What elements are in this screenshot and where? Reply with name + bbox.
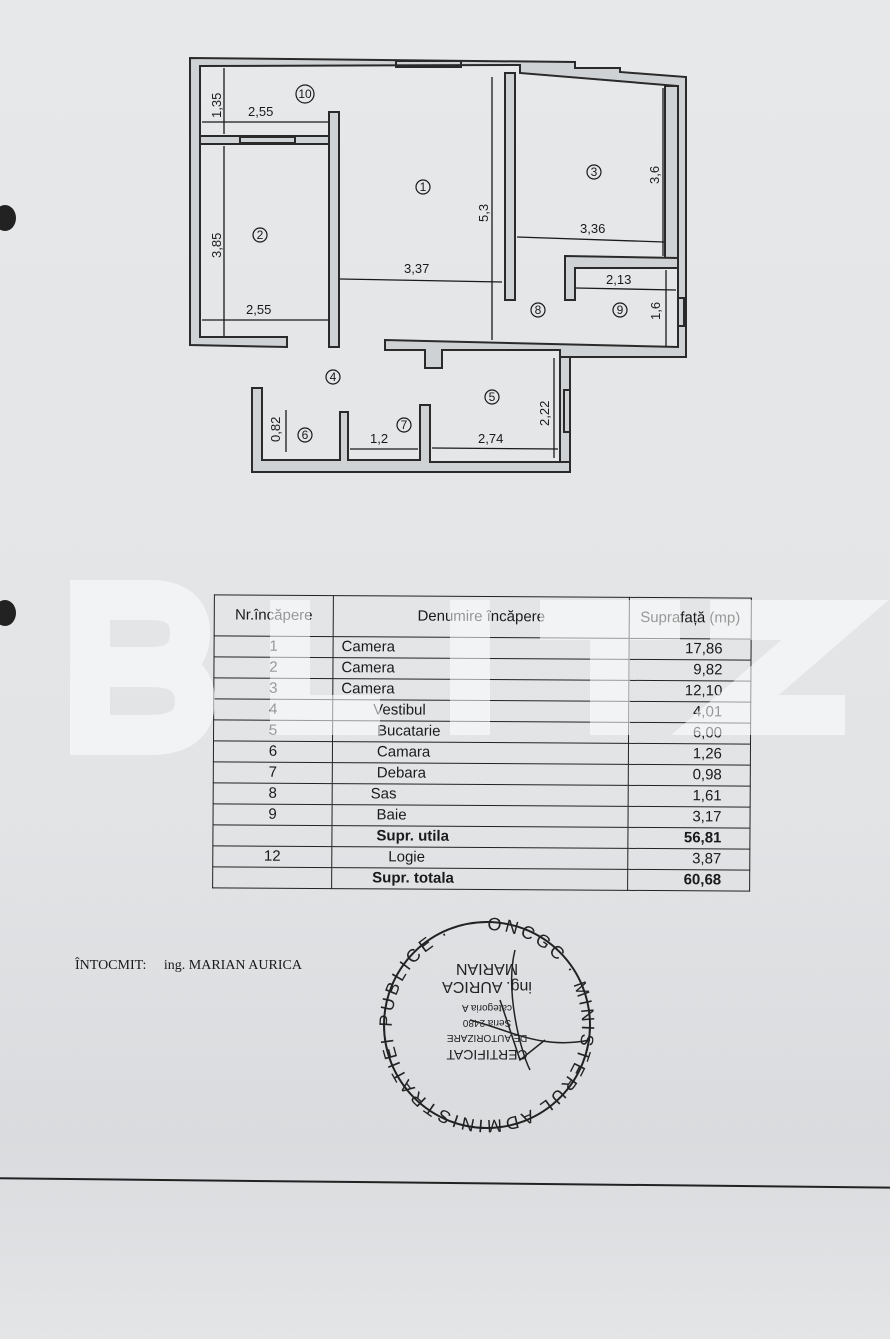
room-area-cell: 17,86 (629, 638, 752, 661)
room-name-cell: Bucatarie (332, 720, 629, 744)
dimension-label: 2,74 (478, 431, 503, 446)
svg-text:4: 4 (330, 370, 337, 384)
dimension-label: 3,36 (580, 221, 605, 236)
signature (469, 949, 591, 1071)
svg-text:6: 6 (302, 428, 309, 442)
dimension-label: 1,6 (648, 302, 663, 320)
column-header: Suprafață (mp) (629, 597, 752, 640)
svg-text:categoria A: categoria A (462, 1002, 512, 1013)
room-name-cell: Baie (331, 804, 629, 828)
window (239, 136, 296, 144)
room-number-cell: 4 (213, 698, 333, 721)
room-number-cell: 5 (213, 719, 333, 742)
room-area-cell: 0,98 (628, 764, 751, 787)
room-name-cell: Camera (332, 657, 630, 681)
svg-text:MARIAN: MARIAN (456, 960, 518, 977)
room-name-cell: Vestibul (332, 699, 629, 723)
dimension-label: 2,13 (606, 272, 631, 287)
room-number-7: 7 (396, 417, 412, 433)
dimension-label: 2,55 (248, 104, 273, 119)
svg-text:5: 5 (489, 390, 496, 404)
room-name-cell: Camara (332, 741, 629, 765)
svg-text:3: 3 (591, 165, 598, 179)
dimension-label: 2,55 (246, 302, 271, 317)
binder-hole (0, 600, 16, 626)
svg-text:Seria 2480: Seria 2480 (462, 1017, 511, 1028)
dimension-label: 1,35 (209, 93, 224, 118)
svg-text:7: 7 (401, 418, 408, 432)
room-area-cell: 1,26 (628, 743, 751, 766)
rooms-table: Nr.încăpere Denumire încăpere Suprafață … (212, 594, 752, 892)
room-name-cell: Debara (332, 762, 629, 786)
wall (328, 111, 340, 348)
svg-text:ing. AURICA: ing. AURICA (442, 978, 532, 995)
room-number-cell: 6 (213, 740, 333, 763)
room-area-cell: 3,17 (627, 806, 751, 829)
room-name-cell: Camera (332, 678, 629, 702)
room-number-1: 1 (415, 179, 431, 195)
room-number-cell: 7 (213, 761, 333, 784)
room-area-cell: 6,00 (628, 722, 751, 745)
room-number-cell: 12 (212, 845, 332, 868)
room-number-5: 5 (484, 389, 500, 405)
dimension-label: 1,2 (370, 431, 388, 446)
svg-text:1: 1 (420, 180, 427, 194)
room-area-cell: 3,87 (627, 848, 750, 871)
room-number-cell: 1 (214, 635, 334, 658)
room-area-cell: 9,82 (628, 659, 752, 682)
svg-text:CERTIFICAT: CERTIFICAT (446, 1047, 528, 1063)
room-number-cell (212, 866, 332, 889)
room-number-10: 10 (295, 84, 315, 104)
svg-text:9: 9 (617, 303, 624, 317)
window (395, 60, 462, 68)
author-name: ing. MARIAN AURICA (163, 958, 302, 973)
room-area-cell: 1,61 (628, 785, 751, 808)
room-number-cell: 9 (212, 803, 333, 826)
dimension-label: 5,3 (476, 204, 491, 222)
column-header: Denumire încăpere (333, 595, 630, 639)
room-number-3: 3 (586, 164, 602, 180)
binder-hole (0, 205, 16, 231)
dimension-label: 0,82 (268, 417, 283, 442)
room-name-cell: Camera (333, 636, 630, 660)
dimension-label: 3,37 (404, 261, 429, 276)
room-number-cell: 3 (213, 677, 333, 700)
room-area-cell: 12,10 (628, 680, 751, 703)
room-area-cell: 56,81 (627, 827, 750, 850)
dimension-label: 3,6 (647, 166, 662, 184)
svg-text:DE AUTORIZARE: DE AUTORIZARE (446, 1032, 527, 1043)
room-number-cell: 2 (213, 656, 334, 679)
window (677, 297, 685, 327)
wall (664, 85, 679, 259)
wall (564, 254, 679, 301)
room-name-cell: Supr. utila (331, 825, 628, 849)
room-name-cell: Logie (331, 846, 628, 870)
room-number-2: 2 (252, 227, 268, 243)
room-number-cell: 8 (213, 782, 333, 805)
room-name-cell: Supr. totala (331, 867, 628, 891)
column-header: Nr.încăpere (214, 594, 334, 637)
author-label: ÎNTOCMIT: (75, 958, 147, 973)
room-name-cell: Sas (332, 783, 629, 807)
room-number-8: 8 (530, 302, 546, 318)
room-number-cell (212, 824, 332, 847)
room-number-9: 9 (612, 302, 628, 318)
svg-text:8: 8 (535, 303, 542, 317)
author-line: ÎNTOCMIT: ing. MARIAN AURICA (75, 958, 316, 974)
svg-text:10: 10 (298, 87, 312, 101)
room-area-cell: 4,01 (628, 701, 751, 724)
dimension-label: 2,22 (537, 401, 552, 426)
svg-text:2: 2 (257, 228, 264, 242)
window (563, 389, 571, 433)
room-number-6: 6 (297, 427, 313, 443)
wall (504, 72, 516, 301)
room-number-4: 4 (325, 369, 341, 385)
room-area-cell: 60,68 (627, 869, 750, 892)
dimension-label: 3,85 (209, 233, 224, 258)
